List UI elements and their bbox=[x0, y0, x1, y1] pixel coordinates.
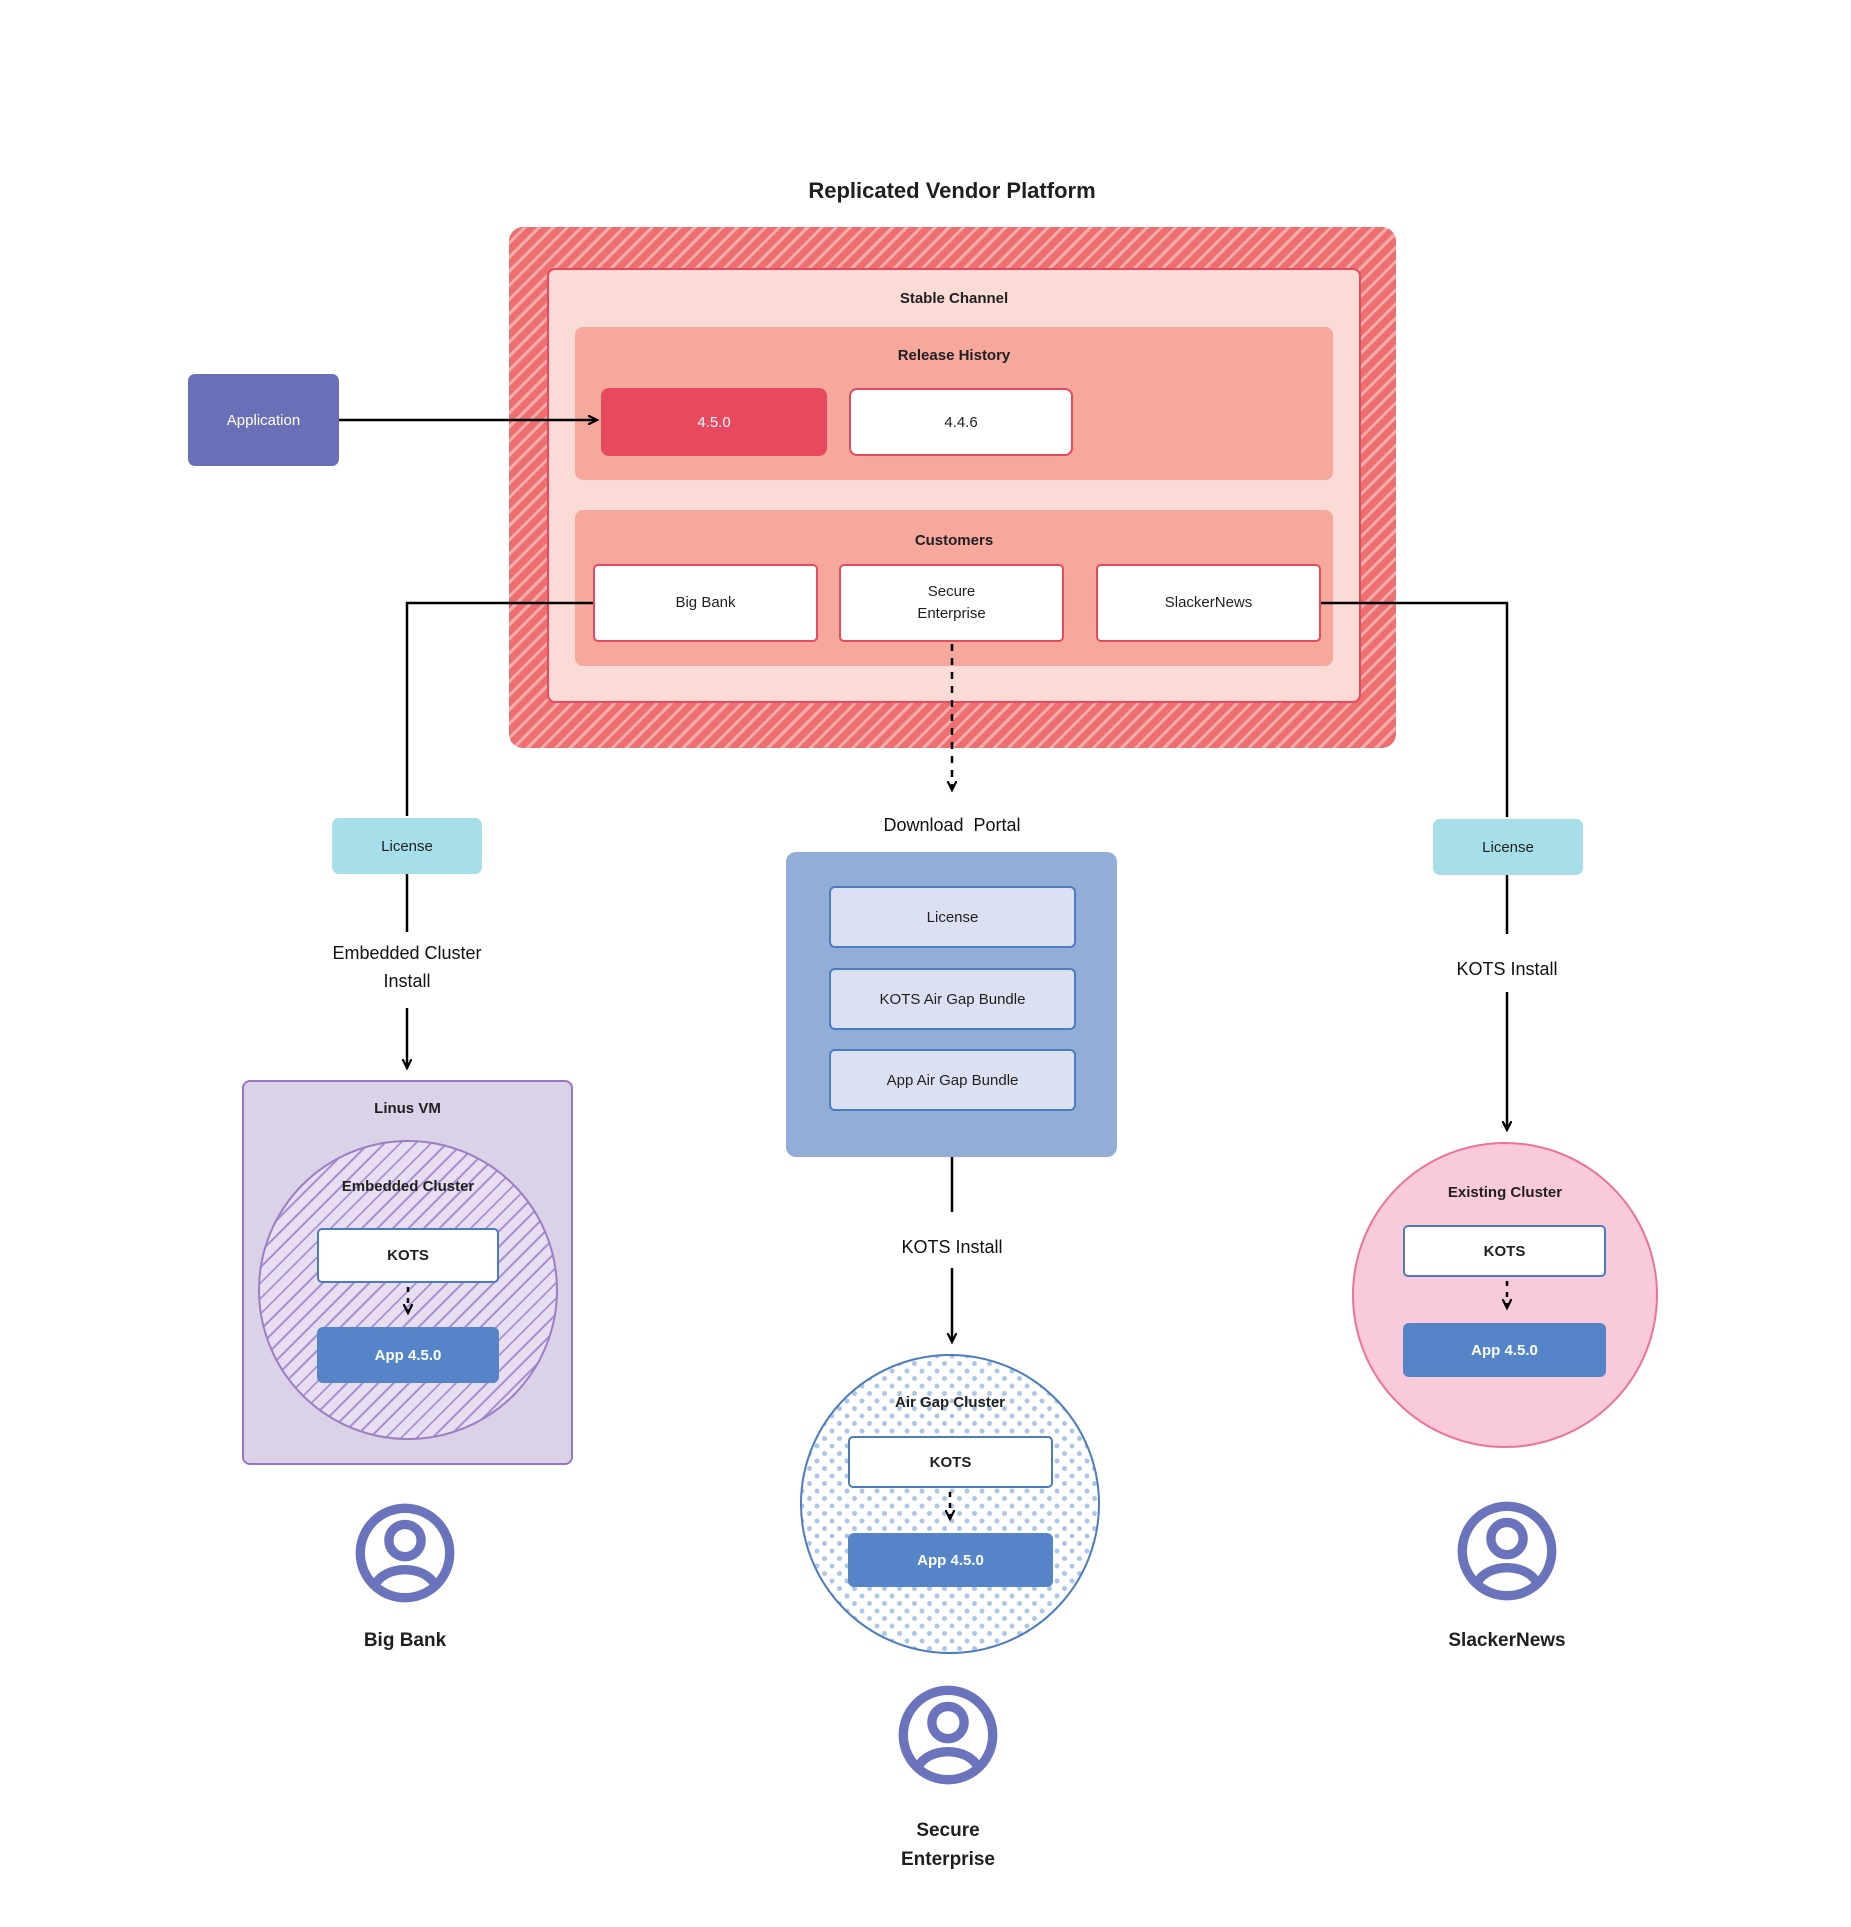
customer-box-slackernews-label: SlackerNews bbox=[1164, 594, 1253, 612]
user-icon-secure-enterprise bbox=[896, 1683, 1000, 1787]
portal-item-app-air-gap-bundle: App Air Gap Bundle bbox=[829, 1049, 1076, 1111]
linus-vm-label: Linus VM bbox=[374, 1100, 441, 1117]
user-label-secure-enterprise: Secure Enterprise bbox=[848, 1817, 1048, 1874]
user-label-slackernews: SlackerNews bbox=[1448, 1630, 1566, 1651]
license-box-right: License bbox=[1433, 819, 1583, 875]
user-icon-big-bank bbox=[353, 1501, 457, 1605]
customers-label: Customers bbox=[914, 532, 994, 549]
customer-box-big-bank-label: Big Bank bbox=[675, 594, 736, 612]
embedded-cluster-circle bbox=[258, 1140, 558, 1440]
stable-channel-label: Stable Channel bbox=[899, 290, 1009, 307]
portal-item-license: License bbox=[829, 886, 1076, 948]
customer-box-secure-enterprise: Secure Enterprise bbox=[839, 564, 1064, 642]
customer-box-slackernews: SlackerNews bbox=[1096, 564, 1321, 642]
app-box-embedded: App 4.5.0 bbox=[317, 1327, 499, 1383]
kots-box-existing: KOTS bbox=[1403, 1225, 1606, 1277]
kots-box-embedded: KOTS bbox=[317, 1228, 499, 1283]
download-portal-label: Download Portal bbox=[883, 815, 1021, 835]
customer-box-big-bank: Big Bank bbox=[593, 564, 818, 642]
existing-cluster-label: Existing Cluster bbox=[1447, 1184, 1563, 1201]
existing-cluster-circle bbox=[1352, 1142, 1658, 1448]
app-box-existing: App 4.5.0 bbox=[1403, 1323, 1606, 1377]
kots-install-label-right: KOTS Install bbox=[1456, 959, 1558, 979]
user-label-big-bank: Big Bank bbox=[363, 1630, 447, 1651]
app-box-airgap: App 4.5.0 bbox=[848, 1533, 1053, 1587]
release-box-4-4-6: 4.4.6 bbox=[849, 388, 1073, 456]
release-history-label: Release History bbox=[897, 347, 1011, 364]
air-gap-cluster-label: Air Gap Cluster bbox=[894, 1394, 1006, 1411]
embedded-cluster-install-label: Embedded Cluster Install bbox=[332, 943, 482, 991]
customer-box-secure-enterprise-label: Secure Enterprise bbox=[917, 583, 986, 622]
portal-item-kots-air-gap-bundle: KOTS Air Gap Bundle bbox=[829, 968, 1076, 1030]
kots-install-label-middle: KOTS Install bbox=[901, 1237, 1003, 1257]
release-box-4-5-0: 4.5.0 bbox=[601, 388, 827, 456]
diagram-title: Replicated Vendor Platform bbox=[808, 178, 1096, 203]
user-label-secure-enterprise-text: Secure Enterprise bbox=[901, 1820, 995, 1870]
kots-box-airgap: KOTS bbox=[848, 1436, 1053, 1488]
user-icon-slackernews bbox=[1455, 1499, 1559, 1603]
license-box-left: License bbox=[332, 818, 482, 874]
embedded-cluster-label: Embedded Cluster bbox=[341, 1178, 475, 1195]
application-box: Application bbox=[188, 374, 339, 466]
